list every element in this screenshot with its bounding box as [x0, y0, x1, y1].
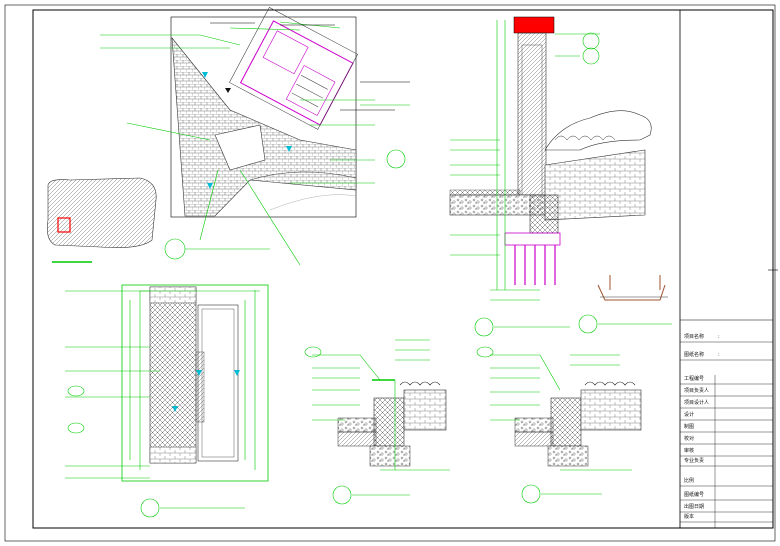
- title-block-value: :: [718, 334, 720, 340]
- wall-section: [449, 16, 672, 337]
- title-block-label: 审核: [684, 447, 694, 454]
- title-block-label: 项目设计人: [684, 399, 709, 406]
- title-block-label: 出图日期: [684, 503, 704, 510]
- title-block-label: 制图: [684, 423, 694, 430]
- title-block-label: 设计: [684, 411, 694, 418]
- title-block-label: 版本: [684, 513, 694, 520]
- wall-plan: [65, 284, 269, 518]
- title-block-label: 比例: [684, 477, 694, 484]
- title-block-label: 专业负责: [684, 457, 704, 464]
- title-block-value: :: [718, 352, 720, 358]
- title-block: 项目名称: 图纸名称: 工程编号项目负责人项目设计人设计制图校对审核专业负责比例图纸…: [679, 9, 774, 529]
- step-section-a: [304, 339, 450, 505]
- title-block-label: 图纸名称: [684, 351, 704, 358]
- outer-border: [4, 4, 776, 542]
- title-block-label: 校对: [684, 435, 694, 442]
- step-section-b: [476, 346, 642, 504]
- title-block-label: 工程编号: [684, 375, 704, 382]
- title-block-label: 项目负责人: [684, 387, 709, 394]
- title-block-label: 图纸编号: [684, 491, 704, 498]
- title-block-label: 项目名称: [684, 333, 704, 340]
- site-plan: [100, 7, 410, 266]
- key-plan: [47, 177, 157, 263]
